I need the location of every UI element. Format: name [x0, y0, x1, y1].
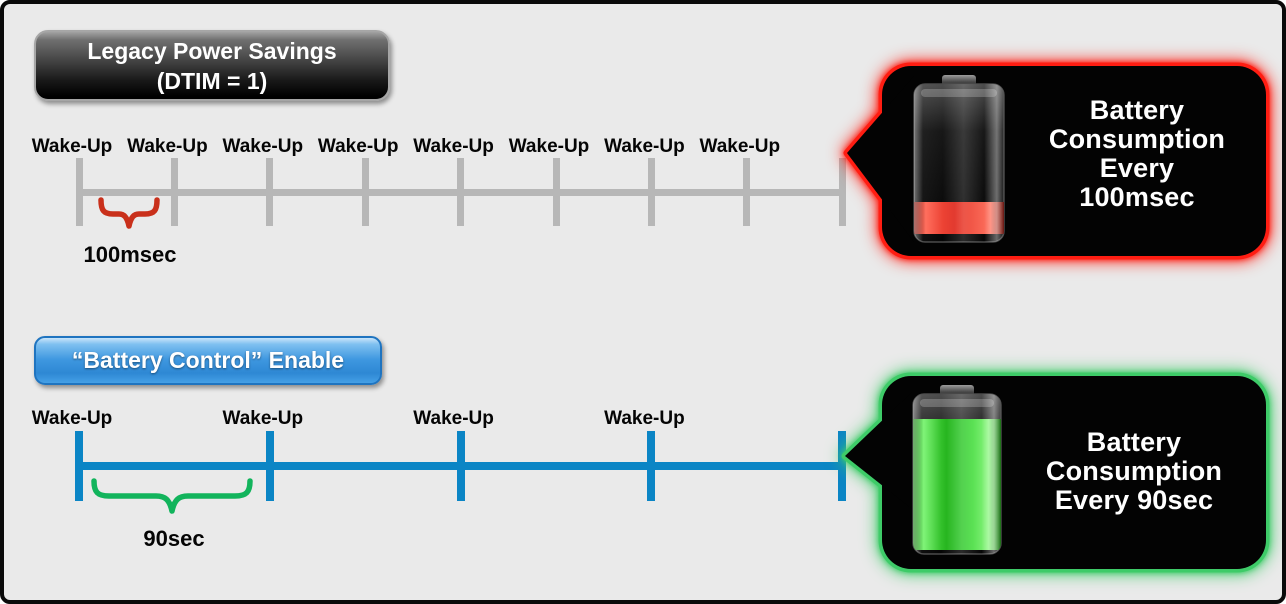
wake-up-label: Wake-Up — [413, 408, 494, 429]
battery-full-icon — [912, 385, 1002, 555]
legacy-interval-brace — [91, 197, 253, 514]
wake-up-label: Wake-Up — [604, 136, 685, 157]
timeline-tick — [266, 158, 274, 226]
legacy-title-badge: Legacy Power Savings (DTIM = 1) — [34, 30, 390, 101]
wake-up-label: Wake-Up — [31, 408, 113, 429]
timeline-tick — [457, 158, 465, 226]
legacy-callout-text: Battery Consumption Every 100msec — [1012, 96, 1262, 212]
wake-up-label: Wake-Up — [413, 136, 494, 157]
timeline-tick — [647, 431, 656, 501]
timeline-tick — [838, 431, 847, 501]
wake-up-label: Wake-Up — [127, 136, 208, 157]
callout-line: Battery — [1089, 95, 1185, 125]
callout-line: Consumption — [1045, 456, 1223, 486]
callout-line: Battery — [1086, 427, 1182, 457]
callout-line: Every — [1099, 153, 1175, 183]
legacy-interval-label: 100msec — [83, 242, 177, 267]
legacy-title-line1: Legacy Power Savings — [87, 38, 337, 64]
wake-up-label: Wake-Up — [31, 136, 113, 157]
timeline-tick — [265, 431, 274, 501]
control-callout-bubble — [841, 372, 1270, 573]
wake-up-label: Wake-Up — [222, 408, 304, 429]
wake-up-label: Wake-Up — [604, 408, 685, 429]
legacy-callout-bubble — [843, 62, 1270, 260]
timeline-tick — [552, 158, 560, 226]
timeline-tick — [75, 431, 83, 501]
control-callout-text: Battery Consumption Every 90sec — [1002, 428, 1266, 515]
timeline-tick — [838, 158, 846, 226]
timeline-tick — [75, 158, 83, 226]
battery-control-title-badge: “Battery Control” Enable — [34, 336, 382, 385]
timeline-tick — [647, 158, 655, 226]
battery-control-title: “Battery Control” Enable — [71, 347, 345, 373]
timeline-tick — [361, 158, 369, 226]
wake-up-label: Wake-Up — [317, 136, 399, 157]
wake-up-label: Wake-Up — [508, 136, 590, 157]
timeline-tick — [743, 158, 751, 226]
wake-up-label: Wake-Up — [699, 136, 781, 157]
callout-line: 100msec — [1079, 182, 1195, 212]
callout-line: Consumption — [1048, 124, 1226, 154]
battery-low-icon — [913, 75, 1005, 243]
callout-line: Every 90sec — [1054, 485, 1214, 515]
legacy-title-line2: (DTIM = 1) — [156, 68, 268, 94]
timeline-tick — [170, 158, 178, 226]
timeline-tick — [456, 431, 465, 501]
control-interval-label: 90sec — [143, 526, 205, 551]
wake-up-label: Wake-Up — [222, 136, 304, 157]
